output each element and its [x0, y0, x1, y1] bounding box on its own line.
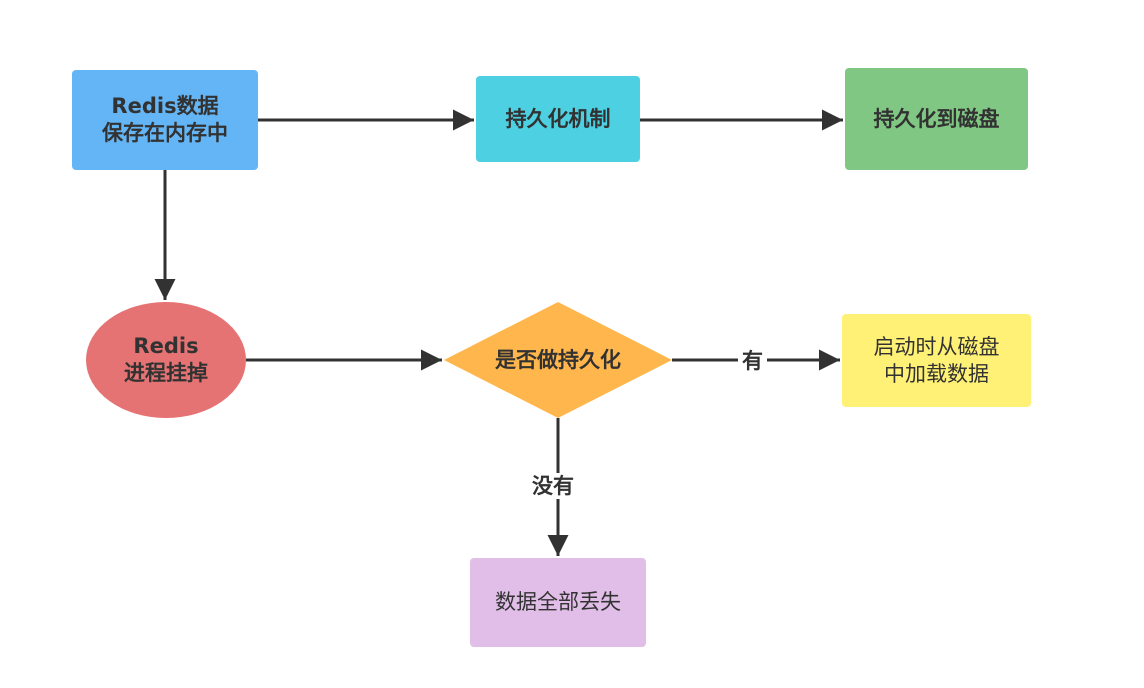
- node-redis-crash-text: Redis 进程挂掉: [124, 334, 208, 385]
- node-load-from-disk-text: 启动时从磁盘 中加载数据: [873, 334, 1000, 386]
- edge-label-no: 没有: [528, 473, 578, 499]
- node-persist-to-disk[interactable]: 持久化到磁盘: [845, 68, 1028, 170]
- node-persistence-decision[interactable]: 是否做持久化: [444, 302, 672, 418]
- node-persistence-decision-text: 是否做持久化: [495, 347, 621, 372]
- node-data-lost[interactable]: 数据全部丢失: [470, 558, 646, 647]
- node-redis-memory[interactable]: Redis数据 保存在内存中: [72, 70, 258, 170]
- node-persist-to-disk-text: 持久化到磁盘: [873, 106, 1000, 131]
- node-redis-crash[interactable]: Redis 进程挂掉: [86, 302, 246, 418]
- node-persistence-mechanism[interactable]: 持久化机制: [476, 76, 640, 162]
- node-persistence-mechanism-text: 持久化机制: [505, 106, 611, 131]
- crash-ellipse-shape: [86, 302, 246, 418]
- node-redis-memory-text: Redis数据 保存在内存中: [102, 94, 228, 145]
- edge-label-yes: 有: [738, 348, 767, 374]
- decision-diamond-shape: [444, 302, 672, 418]
- node-load-from-disk[interactable]: 启动时从磁盘 中加载数据: [842, 314, 1031, 407]
- node-data-lost-text: 数据全部丢失: [495, 590, 621, 614]
